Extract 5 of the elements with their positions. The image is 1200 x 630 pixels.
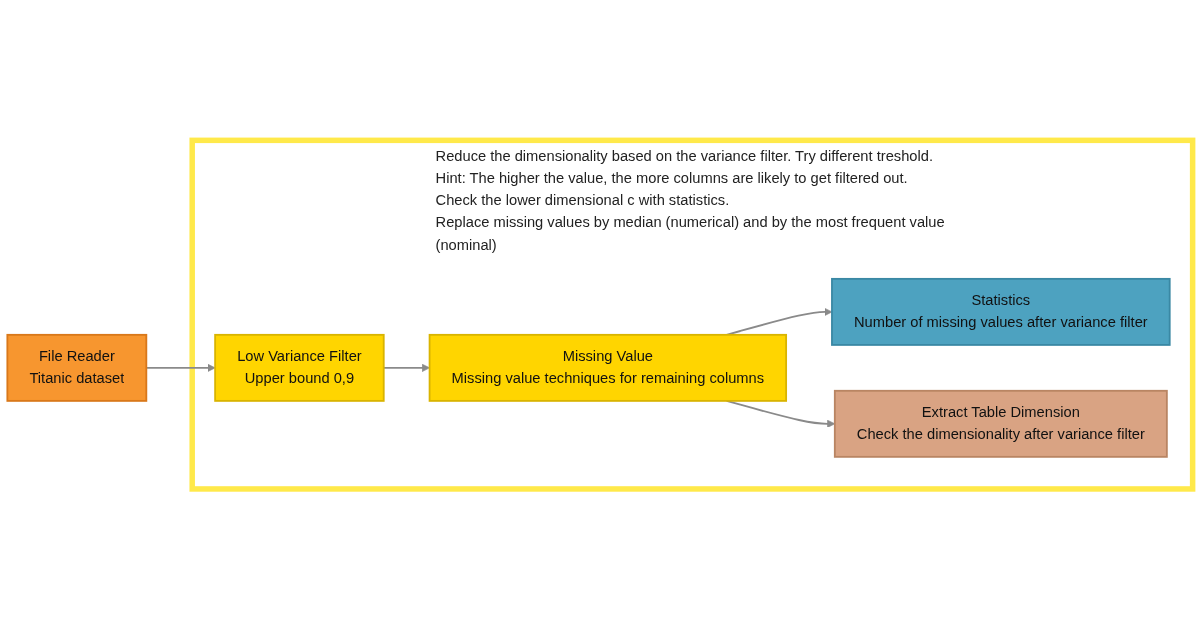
node-box: File Reader Titanic dataset: [6, 334, 148, 403]
node-box: Extract Table Dimension Check the dimensionality after variance filter: [833, 390, 1168, 459]
node-box: Low Variance Filter Upper bound 0,9: [214, 334, 385, 403]
node-box: Missing Value Missing value techniques for remaining columns: [428, 334, 788, 403]
node-box: Statistics Number of missing values after variance filter: [831, 278, 1171, 347]
